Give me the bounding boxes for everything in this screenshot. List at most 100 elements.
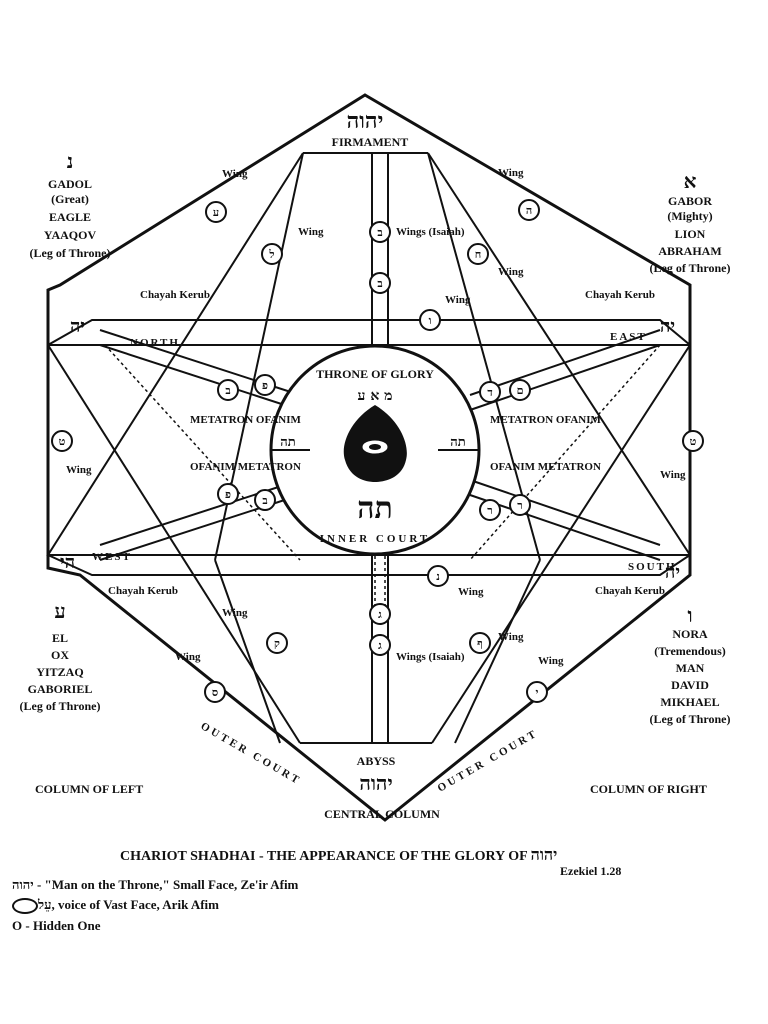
chayah-kerub-label: Chayah Kerub (595, 585, 665, 597)
svg-text:YAAQOV: YAAQOV (44, 228, 97, 242)
wing-label: Wing (498, 167, 524, 179)
legend-item: יהוה - "Man on the Throne," Small Face, … (12, 877, 299, 893)
svg-text:MAN: MAN (676, 661, 705, 675)
west-label: WEST (92, 551, 132, 563)
wings-isaiah-label: Wings (Isaiah) (396, 226, 465, 238)
svg-text:EAGLE: EAGLE (49, 210, 91, 224)
svg-text:(Tremendous): (Tremendous) (654, 644, 726, 658)
svg-text:YITZAQ: YITZAQ (36, 665, 83, 679)
bottom-divine-name: יהוה (359, 771, 392, 795)
oval-icon (12, 898, 38, 915)
legend-item: עֵל, voice of Vast Face, Arik Afim (12, 897, 219, 915)
svg-text:(Leg of Throne): (Leg of Throne) (650, 712, 731, 726)
letter-node-circle (254, 374, 276, 396)
letter-node-circle (369, 634, 391, 656)
legend-item: O - Hidden One (12, 918, 101, 933)
svg-text:א: א (684, 169, 697, 193)
wings-isaiah-label: Wings (Isaiah) (396, 651, 465, 663)
letter-node-ml3: פ (225, 488, 231, 501)
svg-text:MIKHAEL: MIKHAEL (660, 695, 719, 709)
throne-top-letters: מ א ע (358, 388, 393, 404)
letter-node-bottom-center2: ג (378, 639, 382, 652)
metatron-ofanim-left: METATRON OFANIM (190, 414, 302, 426)
wing-label: Wing (66, 464, 92, 476)
letter-node-mr4: ר (517, 499, 522, 512)
letter-node-ur-outer: ה (526, 204, 532, 217)
letter-node-left-wing: ט (59, 435, 66, 448)
svg-text:ע: ע (54, 599, 65, 623)
svg-text:GADOL: GADOL (48, 177, 92, 191)
ofanim-metatron-left: OFANIM METATRON (190, 461, 301, 473)
svg-text:NORA: NORA (672, 627, 708, 641)
outer-court-left-label: OUTER COURT (199, 720, 304, 788)
wing-label: Wing (660, 469, 686, 481)
abyss-label: ABYSS (357, 754, 396, 768)
north-label: NORTH (130, 337, 180, 349)
south-label: SOUTH (628, 561, 677, 573)
letter-node-circle (682, 430, 704, 452)
letter-node-ll-inner: ק (274, 637, 280, 650)
svg-text:OX: OX (51, 648, 69, 662)
letter-node-circle (369, 221, 391, 243)
svg-text:ו: ו (687, 603, 692, 627)
letter-node-ul-outer: ע (213, 206, 219, 219)
corner-bottom-left: ע EL OX YITZAQ GABORIEL (Leg of Throne) (20, 599, 101, 713)
svg-text:DAVID: DAVID (671, 678, 709, 692)
letter-node-circle (518, 199, 540, 221)
chayah-kerub-label: Chayah Kerub (108, 585, 178, 597)
letter-node-circle (509, 379, 531, 401)
letter-node-mr2: ר (487, 504, 492, 517)
letter-node-ur-inner: ח (475, 248, 482, 261)
letter-node-ul-inner: ל (268, 248, 274, 261)
svg-text:GABOR: GABOR (668, 194, 712, 208)
letter-node-top-center: ב (377, 226, 382, 239)
letter-node-bottom-center: ג (378, 608, 382, 621)
wing-label: Wing (458, 586, 484, 598)
chayah-kerub-label: Chayah Kerub (585, 289, 655, 301)
east-name: יה (660, 316, 675, 337)
central-column-label: CENTRAL COLUMN (324, 807, 440, 821)
svg-text:(Leg of Throne): (Leg of Throne) (650, 261, 731, 275)
letter-node-circle (479, 381, 501, 403)
wing-label: Wing (222, 607, 248, 619)
letter-node-circle (467, 243, 489, 265)
svg-text:נ: נ (67, 149, 74, 173)
wing-label: Wing (175, 651, 201, 663)
letter-node-top-small: ו (429, 314, 432, 327)
letter-node-circle (217, 483, 239, 505)
north-name: יה (70, 316, 85, 337)
throne-left-letters: תה (280, 435, 295, 450)
corner-top-right: א GABOR (Mighty) LION ABRAHAM (Leg of Th… (650, 169, 731, 275)
svg-text:ABRAHAM: ABRAHAM (658, 244, 721, 258)
wing-label: Wing (445, 294, 471, 306)
letter-node-circle (205, 201, 227, 223)
wing-label: Wing (498, 266, 524, 278)
column-left-label: COLUMN OF LEFT (35, 782, 143, 796)
svg-text:(Mighty): (Mighty) (667, 209, 712, 223)
ofanim-metatron-right: OFANIM METATRON (490, 461, 601, 473)
letter-node-ll-outer: ס (212, 686, 218, 699)
throne-of-glory-label: THRONE OF GLORY (316, 367, 434, 381)
letter-node-circle (254, 489, 276, 511)
svg-text:(Leg of Throne): (Leg of Throne) (20, 699, 101, 713)
letter-node-ml2: ב (262, 494, 267, 507)
svg-text:LION: LION (675, 227, 706, 241)
svg-text:EL: EL (52, 631, 68, 645)
wing-label: Wing (222, 168, 248, 180)
column-right-label: COLUMN OF RIGHT (590, 782, 707, 796)
letter-node-circle (526, 681, 548, 703)
dotted-lines (104, 344, 661, 620)
corner-top-left: נ GADOL (Great) EAGLE YAAQOV (Leg of Thr… (30, 149, 111, 260)
letter-node-top-center2: ב (377, 277, 382, 290)
east-label: EAST (610, 331, 647, 343)
throne-center-letters: תה (357, 491, 393, 526)
chayah-kerub-label: Chayah Kerub (140, 289, 210, 301)
letter-node-circle (217, 379, 239, 401)
letter-node-circle (509, 494, 531, 516)
caption-reference: Ezekiel 1.28 (560, 864, 622, 878)
letter-node-circle (419, 309, 441, 331)
letter-node-circle (204, 681, 226, 703)
letter-node-bottom-mid: נ (436, 570, 440, 583)
letter-node-ml1: פ (262, 379, 268, 392)
